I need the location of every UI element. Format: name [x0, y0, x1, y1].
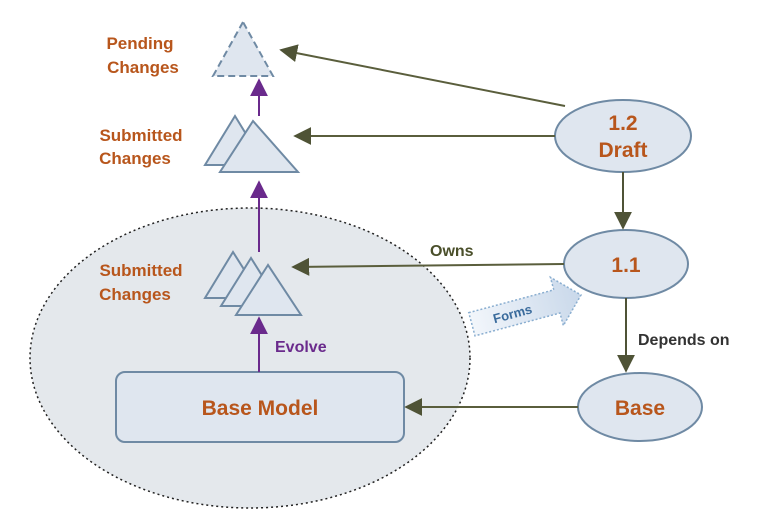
owns-arrow: [291, 257, 565, 276]
node-draft-label: Draft: [598, 139, 647, 162]
node-base-label: Base: [615, 397, 665, 420]
node-1-1: 1.1: [563, 229, 689, 299]
submitted-bottom-label-line2: Changes: [99, 285, 171, 304]
base-model-box: Base Model: [115, 371, 405, 443]
base-region: [29, 207, 471, 509]
submitted-top-label-line1: Submitted: [99, 126, 182, 145]
node-draft-version: 1.2: [608, 112, 637, 135]
evolve-label: Evolve: [275, 339, 327, 356]
node-base: Base: [577, 372, 703, 442]
pending-changes-triangle: [211, 19, 275, 77]
draft-to-pending-arrow: [279, 44, 566, 107]
owns-label: Owns: [430, 243, 474, 260]
submitted-changes-top-triangles: [203, 114, 301, 173]
node-1-1-label: 1.1: [611, 254, 641, 277]
pending-label-line2: Changes: [107, 58, 179, 77]
pending-label-line1: Pending: [106, 34, 173, 53]
base-model-label: Base Model: [202, 397, 319, 420]
submitted-bottom-label-line1: Submitted: [99, 261, 182, 280]
node-draft: 1.2 Draft: [554, 99, 692, 173]
submitted-changes-bottom-triangles: [203, 250, 303, 316]
depends-on-label: Depends on: [638, 332, 730, 349]
submitted-top-label-line2: Changes: [99, 149, 171, 168]
forms-arrow: Forms: [467, 275, 583, 337]
